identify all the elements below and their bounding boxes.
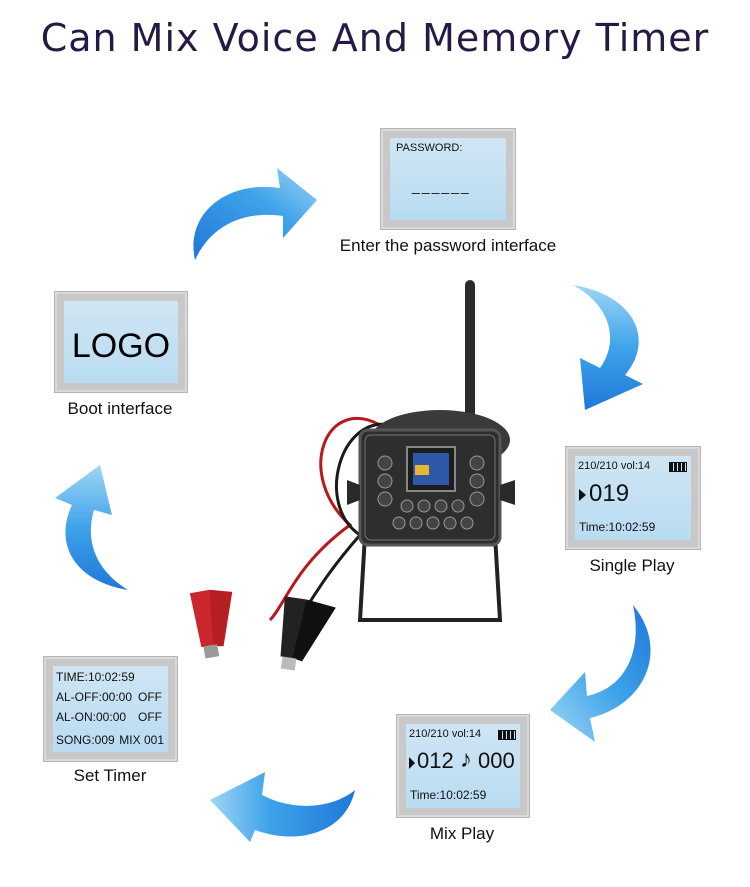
timer-song: SONG:009 — [56, 733, 115, 747]
music-note-icon: ♪ — [460, 746, 472, 773]
arrow-right-top-icon — [573, 285, 643, 410]
timer-al-on: AL-ON:00:00 — [56, 710, 127, 724]
password-placeholder: ______ — [412, 178, 471, 194]
password-screen: PASSWORD: ______ — [380, 128, 516, 230]
antenna — [465, 280, 475, 435]
mix-track: 012 — [417, 748, 454, 773]
boot-caption: Boot interface — [67, 399, 173, 418]
mix-time: Time:10:02:59 — [410, 788, 487, 802]
timer-caption: Set Timer — [73, 766, 147, 785]
arrow-top-left-icon — [193, 168, 317, 260]
black-clip — [280, 596, 336, 671]
battery-icon — [498, 730, 516, 740]
mix-caption: Mix Play — [429, 824, 495, 843]
boot-screen: LOGO — [54, 291, 188, 393]
timer-al-off: AL-OFF:00:00 — [56, 690, 133, 704]
battery-icon — [669, 462, 687, 472]
timer-mix: MIX 001 — [119, 733, 164, 747]
mix-play-screen: 210/210 vol:14 012 ♪ 000 Time:10:02:59 — [396, 714, 530, 818]
arrow-right-bottom-icon — [550, 605, 651, 742]
timer-time: TIME:10:02:59 — [56, 670, 135, 684]
device-illustration — [175, 275, 535, 695]
logo-text: LOGO — [71, 327, 171, 365]
arrow-bottom-left-icon — [210, 772, 355, 842]
timer-al-off-state: OFF — [138, 690, 162, 704]
mix-track-2: 000 — [478, 748, 515, 773]
red-clip — [189, 589, 233, 659]
page-title: Can Mix Voice And Memory Timer — [40, 16, 710, 60]
single-status: 210/210 vol:14 — [578, 460, 651, 472]
single-play-screen: 210/210 vol:14 019 Time:10:02:59 — [565, 446, 701, 550]
single-time: Time:10:02:59 — [579, 520, 656, 534]
password-label: PASSWORD: — [396, 142, 463, 154]
single-caption: Single Play — [589, 556, 675, 575]
timer-screen: TIME:10:02:59 AL-OFF:00:00 OFF AL-ON:00:… — [43, 656, 178, 762]
play-icon — [579, 489, 586, 501]
arrow-left-icon — [55, 465, 128, 590]
password-caption: Enter the password interface — [339, 236, 557, 255]
single-track: 019 — [589, 480, 630, 507]
play-icon — [409, 757, 415, 769]
timer-al-on-state: OFF — [138, 710, 162, 724]
mix-status: 210/210 vol:14 — [409, 728, 482, 740]
